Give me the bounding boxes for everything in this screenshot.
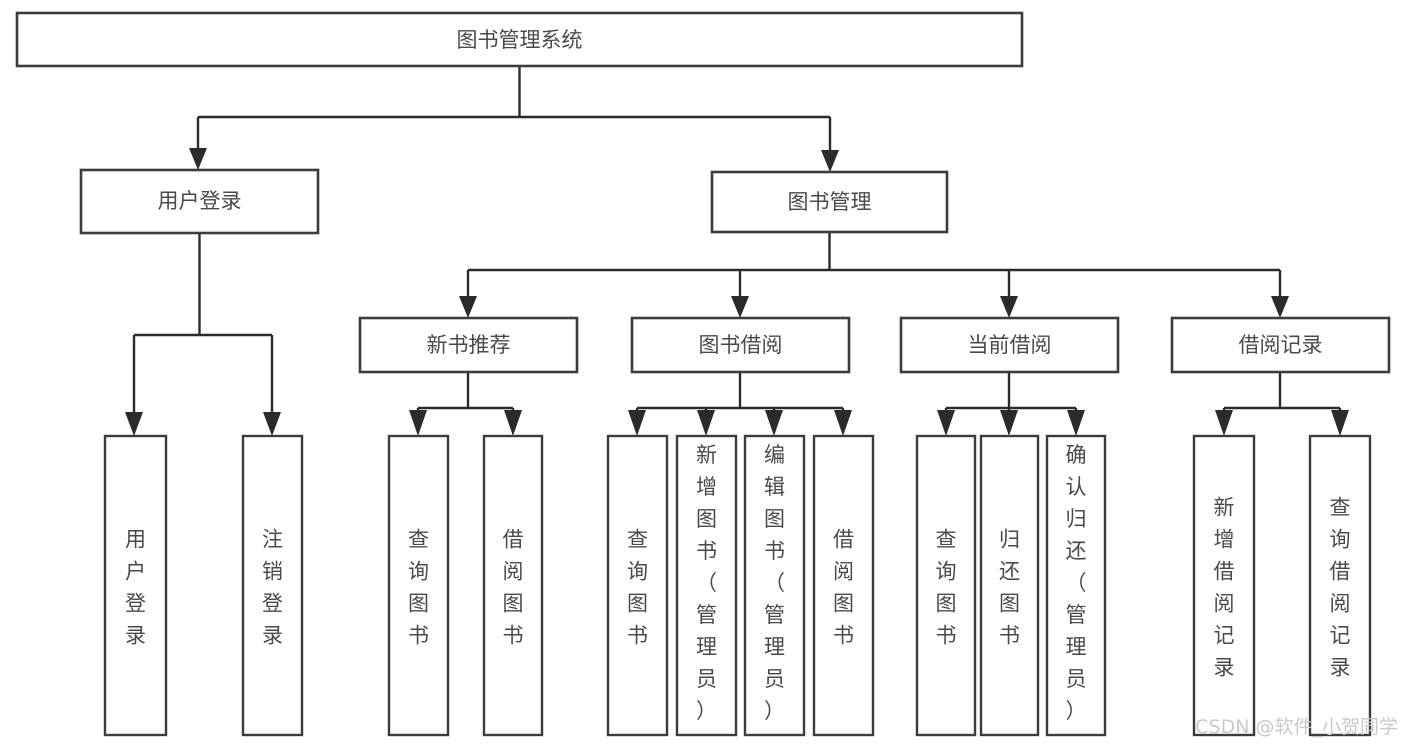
leaf-return-book-box [979, 434, 1040, 737]
leaf-add-borrow-record[interactable]: 新增借阅记录 [1192, 434, 1256, 737]
leaf-borrow-book-newbook-label: 借阅图书 [503, 527, 524, 647]
arrow-borrow-leaf-3 [765, 410, 783, 436]
arrow-borrow-leaf-2 [697, 410, 715, 436]
arrow-newbook-leaf-1 [409, 410, 427, 436]
node-book-management-box [710, 170, 949, 234]
leaf-add-book-admin-label: 新增图书（管理员） [696, 443, 717, 723]
leaf-user-login-label: 用户登录 [125, 527, 146, 647]
leaf-return-book[interactable]: 归还图书 [979, 434, 1040, 737]
node-borrow-records-label: 借阅记录 [1239, 333, 1323, 357]
leaf-confirm-return-admin-label: 确认归还（管理员） [1066, 443, 1087, 723]
arrow-borrow-leaf-1 [628, 410, 646, 436]
arrow-user-login-leaf-2 [263, 412, 281, 436]
leaf-logout[interactable]: 注销登录 [241, 434, 304, 737]
arrow-current-leaf-2 [1000, 410, 1018, 436]
leaf-query-borrow-record-box [1308, 434, 1372, 737]
arrow-to-current-borrow [1000, 296, 1018, 318]
leaf-query-borrow-record-label: 查询借阅记录 [1330, 495, 1351, 679]
arrow-records-leaf-2 [1331, 410, 1349, 436]
node-book-management[interactable]: 图书管理 [710, 170, 949, 234]
leaf-query-book-newbook-label: 查询图书 [408, 527, 429, 647]
arrow-to-book-mgmt [821, 150, 839, 172]
leaf-query-book-newbook-box [387, 434, 450, 737]
node-user-login-box [79, 168, 320, 235]
leaf-borrow-book-box [812, 434, 875, 737]
leaf-query-book-borrow-label: 查询图书 [627, 527, 648, 647]
node-user-login[interactable]: 用户登录 [79, 168, 320, 235]
leaf-node-layer: 用户登录 注销登录 查询图书 借阅图书 查询图书 新增图书（管理员） [103, 434, 1372, 737]
arrow-to-newbook [459, 296, 477, 318]
leaf-query-book-current[interactable]: 查询图书 [915, 434, 977, 737]
arrow-to-user-login [189, 148, 207, 170]
leaf-query-borrow-record[interactable]: 查询借阅记录 [1308, 434, 1372, 737]
arrow-user-login-leaf-1 [125, 412, 143, 436]
leaf-borrow-book[interactable]: 借阅图书 [812, 434, 875, 737]
node-book-borrow[interactable]: 图书借阅 [630, 316, 851, 374]
leaf-confirm-return-admin[interactable]: 确认归还（管理员） [1045, 434, 1107, 737]
node-root[interactable]: 图书管理系统 [15, 11, 1024, 68]
leaf-add-borrow-record-box [1192, 434, 1256, 737]
leaf-edit-book-admin-box [743, 434, 806, 737]
connector-layer [125, 66, 1349, 436]
node-book-management-label: 图书管理 [788, 190, 872, 214]
node-user-login-label: 用户登录 [158, 189, 242, 213]
leaf-user-login[interactable]: 用户登录 [103, 434, 168, 737]
leaf-logout-box [241, 434, 304, 737]
node-new-book-recommend[interactable]: 新书推荐 [358, 316, 579, 374]
leaf-edit-book-admin[interactable]: 编辑图书（管理员） [743, 434, 806, 737]
leaf-borrow-book-newbook-box [482, 434, 544, 737]
node-borrow-records[interactable]: 借阅记录 [1170, 316, 1391, 374]
leaf-user-login-box [103, 434, 168, 737]
arrow-to-borrow [731, 296, 749, 318]
node-root-box [15, 11, 1024, 68]
leaf-query-book-current-label: 查询图书 [936, 527, 957, 647]
arrow-records-leaf-1 [1215, 410, 1233, 436]
arrow-current-leaf-1 [937, 410, 955, 436]
leaf-query-book-borrow-box [606, 434, 669, 737]
node-borrow-records-box [1170, 316, 1391, 374]
arrow-current-leaf-3 [1067, 410, 1085, 436]
node-root-label: 图书管理系统 [457, 28, 583, 52]
arrow-newbook-leaf-2 [504, 410, 522, 436]
node-current-borrow[interactable]: 当前借阅 [899, 316, 1120, 374]
node-new-book-recommend-label: 新书推荐 [427, 333, 511, 357]
leaf-add-borrow-record-label: 新增借阅记录 [1214, 495, 1235, 679]
arrow-borrow-leaf-4 [834, 410, 852, 436]
leaf-edit-book-admin-label: 编辑图书（管理员） [764, 443, 785, 723]
arrow-to-records [1271, 296, 1289, 318]
leaf-add-book-admin[interactable]: 新增图书（管理员） [675, 434, 738, 737]
leaf-query-book-borrow[interactable]: 查询图书 [606, 434, 669, 737]
node-book-borrow-box [630, 316, 851, 374]
leaf-logout-label: 注销登录 [262, 527, 283, 647]
leaf-query-book-current-box [915, 434, 977, 737]
node-book-borrow-label: 图书借阅 [699, 333, 783, 357]
node-current-borrow-box [899, 316, 1120, 374]
csdn-watermark: CSDN @软件_小贺同学 [1195, 716, 1398, 738]
leaf-add-book-admin-box [675, 434, 738, 737]
leaf-borrow-book-label: 借阅图书 [833, 527, 854, 647]
leaf-query-book-newbook[interactable]: 查询图书 [387, 434, 450, 737]
node-new-book-recommend-box [358, 316, 579, 374]
leaf-confirm-return-admin-box [1045, 434, 1107, 737]
leaf-return-book-label: 归还图书 [999, 527, 1020, 647]
node-current-borrow-label: 当前借阅 [968, 333, 1052, 357]
leaf-borrow-book-newbook[interactable]: 借阅图书 [482, 434, 544, 737]
